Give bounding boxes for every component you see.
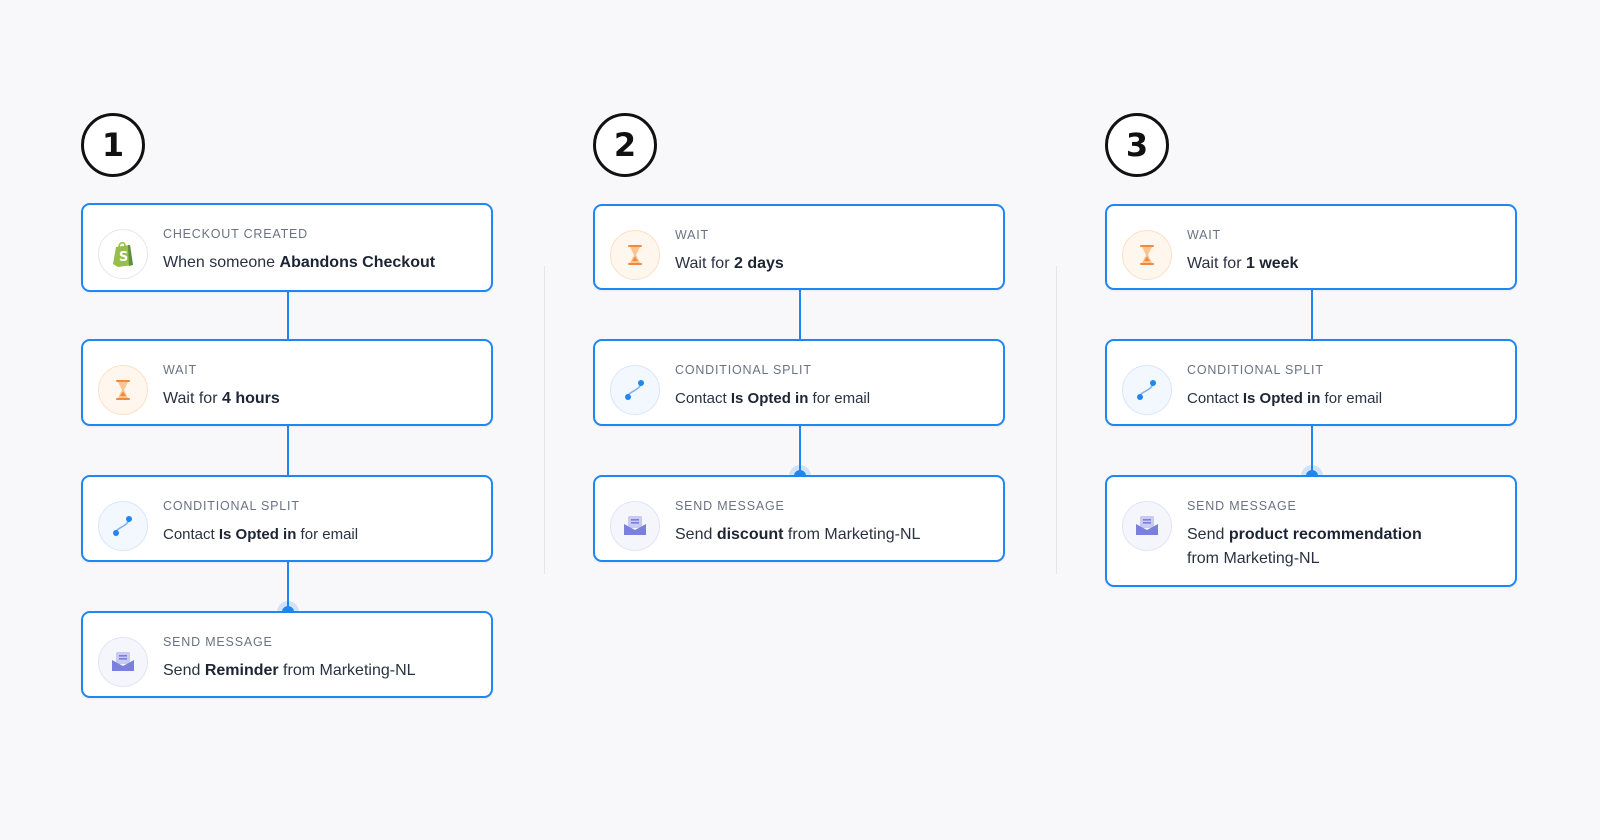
card-send-message[interactable]: SEND MESSAGE Send Reminder from Marketin…	[81, 611, 493, 698]
svg-text:S: S	[119, 250, 128, 265]
card-description: Contact Is Opted in for email	[675, 390, 871, 407]
flow-connector	[799, 426, 801, 476]
card-description: Wait for 2 days	[675, 255, 784, 272]
column-divider	[544, 266, 545, 574]
card-type: WAIT	[675, 228, 709, 242]
hourglass-icon	[98, 365, 148, 415]
card-checkout-created[interactable]: S CHECKOUT CREATED When someone Abandons…	[81, 203, 493, 292]
envelope-icon	[98, 637, 148, 687]
card-description: Contact Is Opted in for email	[1187, 390, 1383, 407]
envelope-icon	[610, 501, 660, 551]
flow-connector	[1311, 288, 1313, 340]
split-icon	[610, 365, 660, 415]
envelope-icon	[1122, 501, 1172, 551]
card-type: SEND MESSAGE	[675, 499, 785, 513]
card-conditional-split[interactable]: CONDITIONAL SPLIT Contact Is Opted in fo…	[1105, 339, 1517, 426]
flow-connector	[287, 426, 289, 476]
card-send-message[interactable]: SEND MESSAGE Send discount from Marketin…	[593, 475, 1005, 562]
card-description: Send discount from Marketing-NL	[675, 526, 921, 543]
shopify-icon: S	[98, 229, 148, 279]
split-icon	[1122, 365, 1172, 415]
card-send-message[interactable]: SEND MESSAGE Send product recommendation…	[1105, 475, 1517, 587]
card-type: WAIT	[163, 363, 197, 377]
split-icon	[98, 501, 148, 551]
card-type: CHECKOUT CREATED	[163, 227, 308, 241]
card-description: Contact Is Opted in for email	[163, 526, 359, 543]
column-divider	[1056, 266, 1057, 574]
card-type: SEND MESSAGE	[163, 635, 273, 649]
step-badge-1: 1	[81, 113, 145, 177]
flow-connector	[1311, 426, 1313, 476]
hourglass-icon	[1122, 230, 1172, 280]
flow-connector	[799, 288, 801, 340]
card-description: Send Reminder from Marketing-NL	[163, 662, 416, 679]
card-wait[interactable]: WAIT Wait for 4 hours	[81, 339, 493, 426]
card-type: SEND MESSAGE	[1187, 499, 1297, 513]
card-description: Wait for 1 week	[1187, 255, 1299, 272]
card-description: When someone Abandons Checkout	[163, 254, 436, 271]
flow-connector	[287, 562, 289, 612]
step-badge-3: 3	[1105, 113, 1169, 177]
card-type: CONDITIONAL SPLIT	[163, 499, 300, 513]
flow-connector	[287, 290, 289, 340]
hourglass-icon	[610, 230, 660, 280]
card-conditional-split[interactable]: CONDITIONAL SPLIT Contact Is Opted in fo…	[593, 339, 1005, 426]
step-badge-2: 2	[593, 113, 657, 177]
card-type: CONDITIONAL SPLIT	[1187, 363, 1324, 377]
card-description: Wait for 4 hours	[163, 390, 280, 407]
card-conditional-split[interactable]: CONDITIONAL SPLIT Contact Is Opted in fo…	[81, 475, 493, 562]
card-type: WAIT	[1187, 228, 1221, 242]
card-type: CONDITIONAL SPLIT	[675, 363, 812, 377]
card-wait[interactable]: WAIT Wait for 1 week	[1105, 204, 1517, 290]
card-wait[interactable]: WAIT Wait for 2 days	[593, 204, 1005, 290]
